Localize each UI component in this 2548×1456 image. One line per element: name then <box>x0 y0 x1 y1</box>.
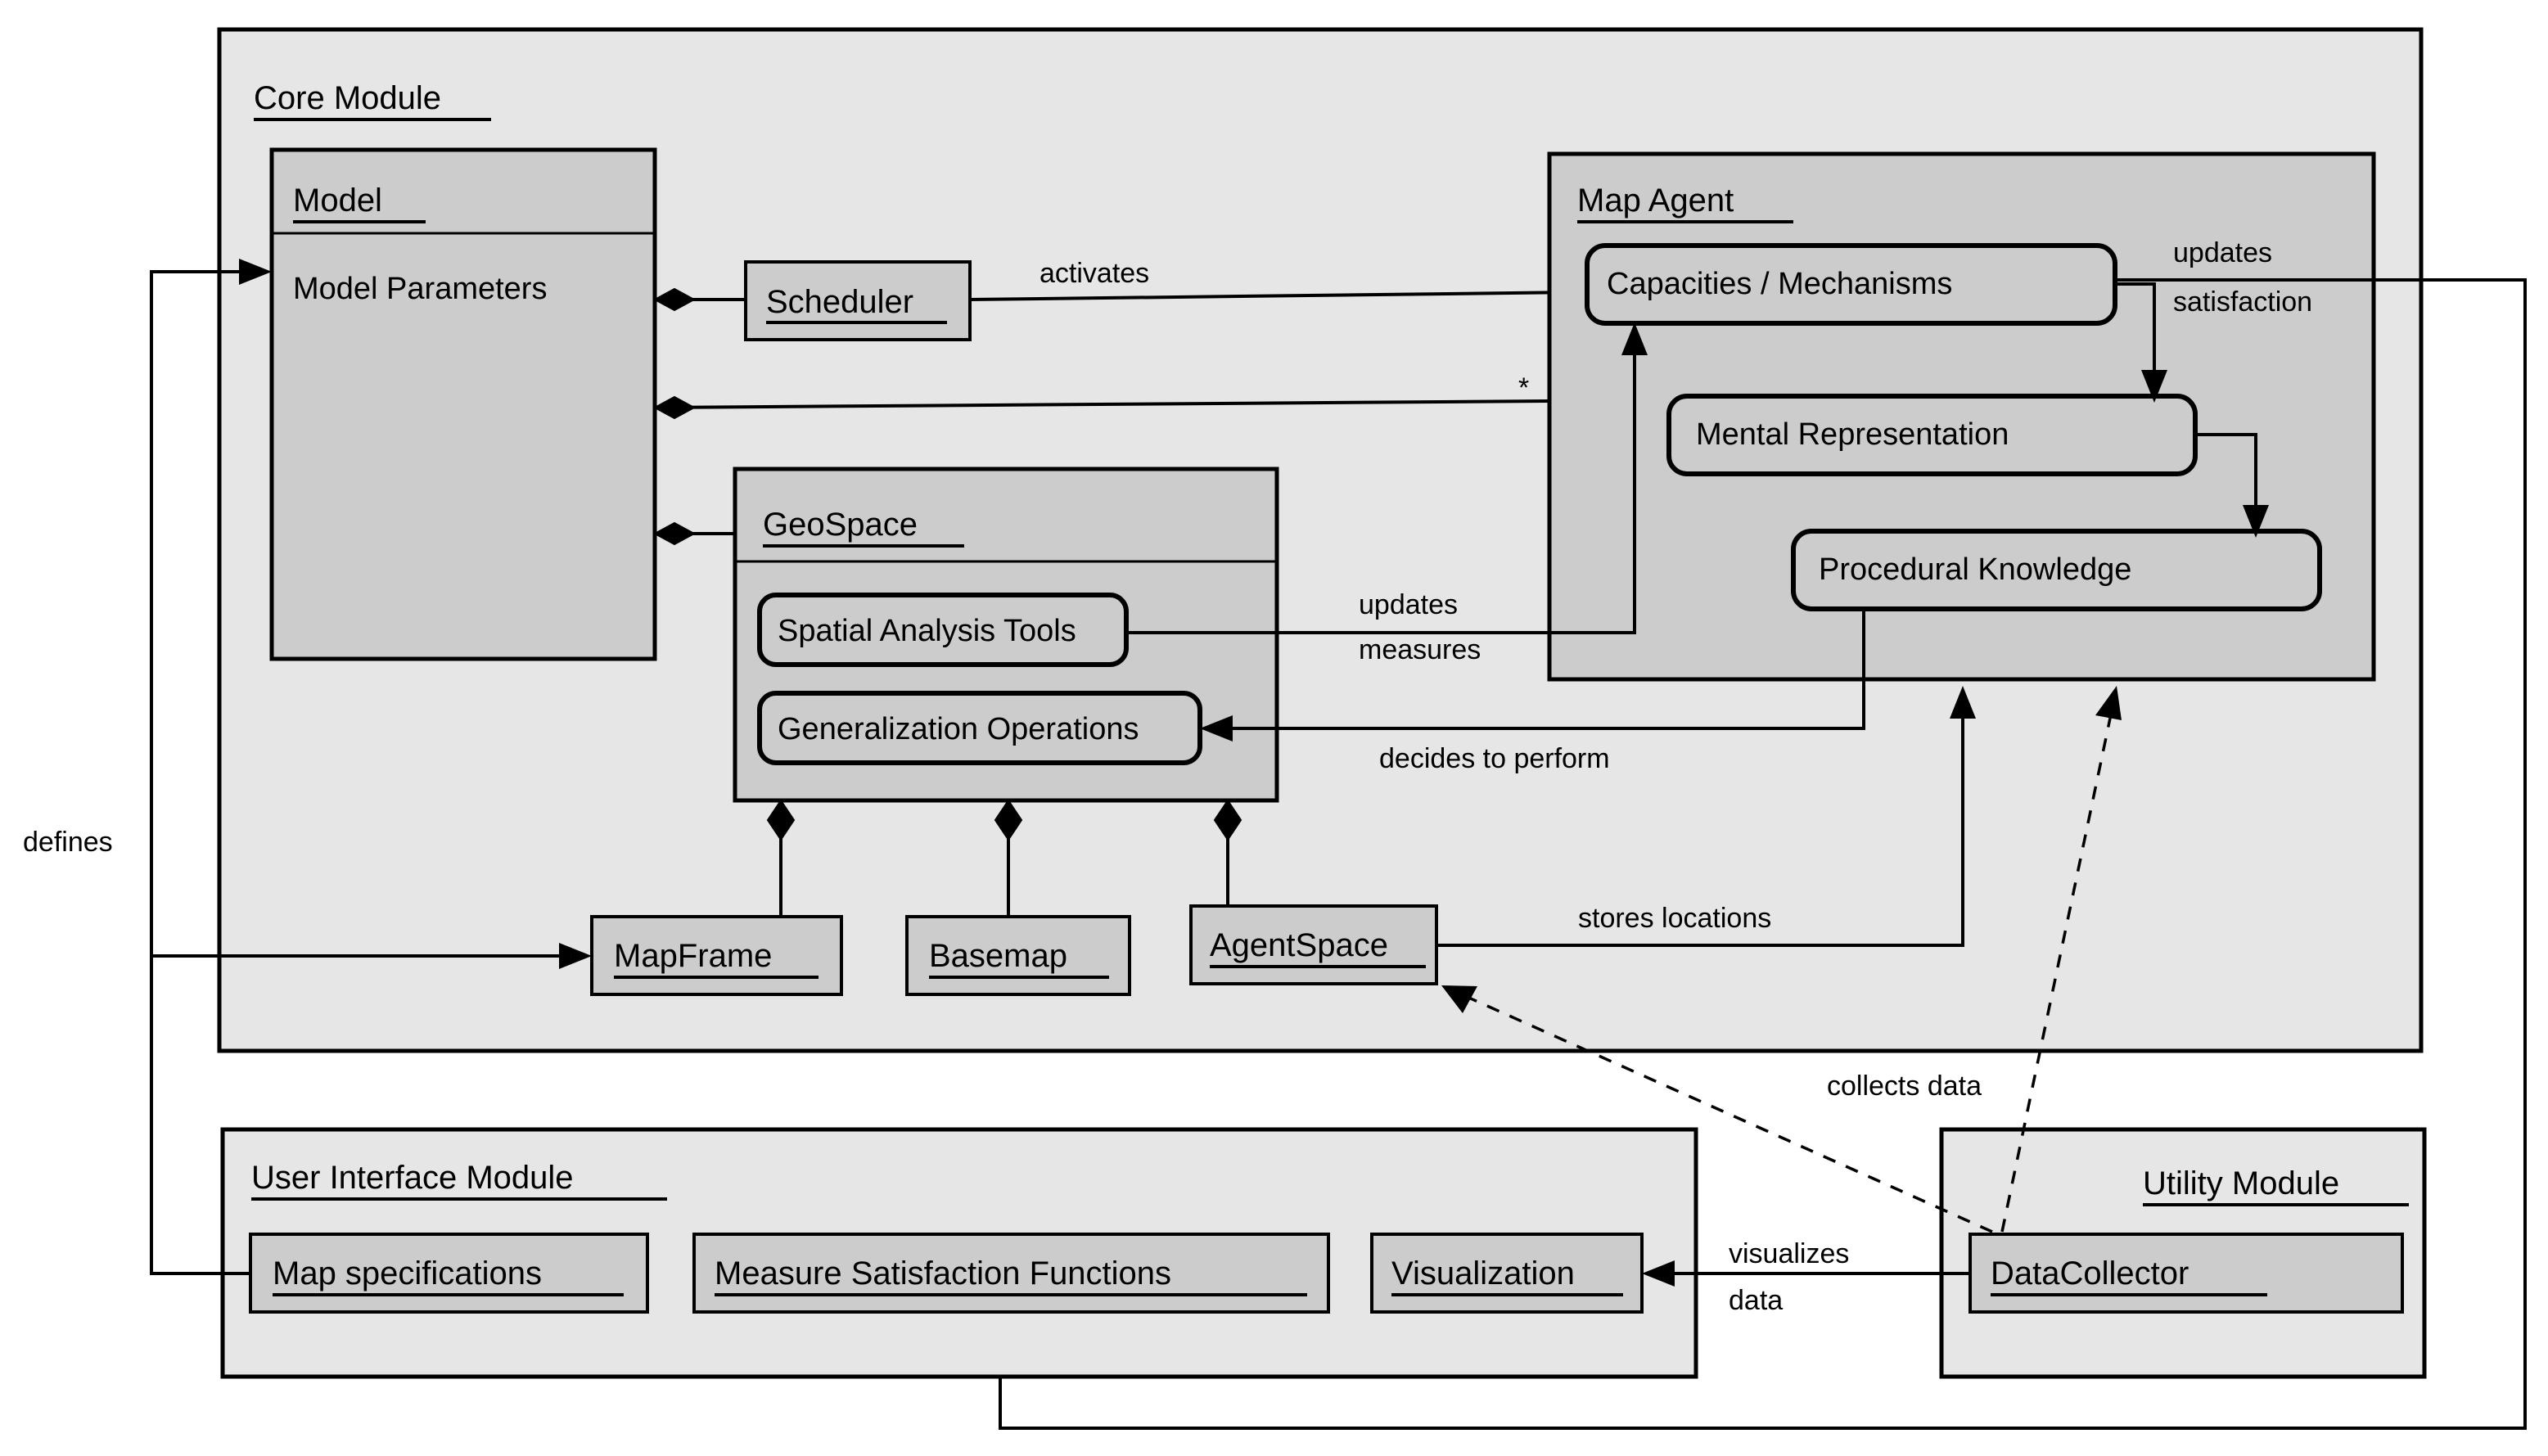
edge-label-defines: defines <box>23 827 113 858</box>
edge-label-updates-satisfaction-line2: satisfaction <box>2173 286 2312 318</box>
edge-updates-satisfaction: updates satisfaction <box>999 237 2527 1430</box>
edge-defines: defines <box>23 259 592 1275</box>
edge-activates: activates <box>969 258 1596 304</box>
class-map-agent[interactable]: Map Agent Capacities / Mechanisms Mental… <box>1547 151 2376 682</box>
edge-geospace-mapframe <box>766 799 796 917</box>
edge-defines-path <box>150 270 250 1275</box>
edge-mental-to-procedural <box>2195 433 2269 538</box>
class-scheduler[interactable]: Scheduler <box>744 260 972 341</box>
edge-collects-data-line <box>2000 710 2113 1233</box>
edge-updates-measures: updates measures <box>1126 322 1648 665</box>
edge-geospace-agentspace <box>1213 799 1242 917</box>
ui-module-label: User Interface Module <box>251 1160 574 1196</box>
composition-diamond-model-mapagent <box>652 395 697 420</box>
visualization-label: Visualization <box>1391 1255 1575 1291</box>
edge-model-mapagent-line <box>654 399 1550 409</box>
arrowhead-updates-measures <box>1621 322 1648 355</box>
edge-label-stores-locations: stores locations <box>1578 903 1771 934</box>
arrowhead-defines-model <box>239 259 272 285</box>
composition-diamond-geospace-agentspace <box>1213 799 1242 841</box>
capacities-mechanisms-label: Capacities / Mechanisms <box>1607 267 1952 301</box>
mapframe-class-name: MapFrame <box>614 938 772 974</box>
edge-stores-locations-path <box>1436 705 1964 947</box>
edge-model-geospace <box>652 521 735 546</box>
class-agentspace[interactable]: AgentSpace <box>1189 904 1438 985</box>
edge-model-mapagent: * <box>652 372 1550 420</box>
agentspace-class-name: AgentSpace <box>1210 927 1388 963</box>
edge-updates-satisfaction-path <box>999 278 2527 1430</box>
arrowhead-capacities-mental <box>2141 370 2167 403</box>
map-agent-class-name: Map Agent <box>1577 183 1734 219</box>
map-specifications-label: Map specifications <box>273 1255 542 1291</box>
edge-label-updates-satisfaction-line1: updates <box>2173 237 2272 268</box>
model-attribute-parameters: Model Parameters <box>293 272 547 306</box>
procedural-knowledge-label: Procedural Knowledge <box>1819 552 2131 587</box>
class-mapframe[interactable]: MapFrame <box>590 915 843 996</box>
map-specifications-box[interactable] <box>249 1233 649 1314</box>
edge-decides-to-perform: decides to perform <box>1200 609 1865 774</box>
edge-updates-measures-path <box>1126 342 1636 634</box>
datacollector-label: DataCollector <box>1991 1255 2189 1291</box>
spatial-analysis-tools-box[interactable] <box>757 593 1129 667</box>
edge-model-scheduler <box>652 287 746 312</box>
model-class-name: Model <box>293 183 382 219</box>
edge-mental-procedural-path <box>2195 433 2257 518</box>
procedural-knowledge-box[interactable] <box>1791 529 2322 611</box>
edge-stores-locations: stores locations <box>1436 686 1976 947</box>
mapframe-box <box>590 915 843 996</box>
arrowhead-defines-mapframe <box>559 943 592 969</box>
basemap-class-name: Basemap <box>929 938 1067 974</box>
agentspace-box <box>1189 904 1438 985</box>
edge-label-visualizes-data-line1: visualizes <box>1729 1238 1849 1269</box>
spatial-analysis-tools-label: Spatial Analysis Tools <box>778 614 1076 648</box>
edge-label-collects-data: collects data <box>1827 1071 1982 1102</box>
measure-satisfaction-functions-label: Measure Satisfaction Functions <box>715 1255 1171 1291</box>
geospace-class-name: GeoSpace <box>763 507 918 543</box>
scheduler-class-name: Scheduler <box>766 284 913 320</box>
basemap-box <box>905 915 1131 996</box>
core-module-label: Core Module <box>254 80 441 116</box>
composition-diamond-model-geospace <box>652 521 697 546</box>
class-model[interactable]: Model Model Parameters <box>269 147 657 661</box>
edge-label-updates-measures-line2: measures <box>1359 634 1481 665</box>
measure-satisfaction-functions-box[interactable] <box>692 1233 1330 1314</box>
edge-capacities-mental-path <box>2115 282 2156 383</box>
edge-collects-data: collects data <box>1827 686 2122 1233</box>
module-user-interface[interactable]: User Interface Module Map specifications… <box>220 1127 1698 1379</box>
arrowhead-datacollector-agentspace <box>1441 985 1477 1013</box>
class-geospace[interactable]: GeoSpace Spatial Analysis Tools Generali… <box>733 467 1279 803</box>
edge-visualizes-data: visualizes data <box>1642 1238 1970 1316</box>
edge-datacollector-agentspace <box>1441 985 1993 1233</box>
edge-capacities-to-mental <box>2115 282 2167 403</box>
multiplicity-star: * <box>1518 372 1529 403</box>
arrowhead-stores-locations <box>1950 686 1976 719</box>
composition-diamond-geospace-basemap <box>994 799 1023 841</box>
edge-label-updates-measures-line1: updates <box>1359 589 1458 620</box>
edge-geospace-basemap <box>994 799 1023 917</box>
edge-label-decides-to-perform: decides to perform <box>1379 743 1610 774</box>
edge-label-visualizes-data-line2: data <box>1729 1285 1783 1316</box>
utility-module-label: Utility Module <box>2143 1165 2339 1201</box>
edge-label-activates: activates <box>1039 258 1149 289</box>
arrowhead-mental-procedural <box>2243 505 2269 538</box>
arrowhead-decides-to-perform <box>1200 715 1233 742</box>
model-box <box>269 147 657 661</box>
class-basemap[interactable]: Basemap <box>905 915 1131 996</box>
datacollector-box[interactable] <box>1968 1233 2404 1314</box>
mental-representation-label: Mental Representation <box>1696 417 2009 452</box>
edge-decides-to-perform-path <box>1221 609 1865 730</box>
arrowhead-visualizes-data <box>1642 1260 1675 1287</box>
generalization-operations-label: Generalization Operations <box>778 712 1139 746</box>
composition-diamond-geospace-mapframe <box>766 799 796 841</box>
edge-activates-line <box>969 291 1581 301</box>
module-utility[interactable]: Utility Module DataCollector <box>1939 1127 2427 1379</box>
composition-diamond-model-scheduler <box>652 287 697 312</box>
visualization-box[interactable] <box>1370 1233 1644 1314</box>
generalization-operations-box[interactable] <box>757 691 1202 765</box>
arrowhead-collects-data <box>2095 686 2122 720</box>
